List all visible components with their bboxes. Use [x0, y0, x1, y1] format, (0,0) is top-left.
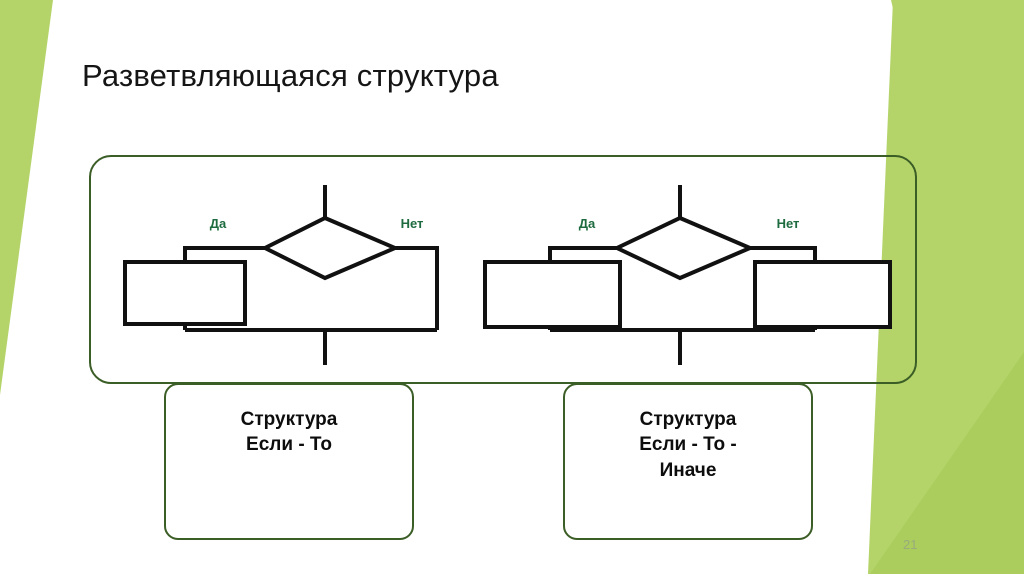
- right-green-wedge-lower: [870, 352, 1024, 574]
- label-yes: Да: [210, 216, 227, 231]
- decision-diamond: [612, 215, 756, 281]
- process-block-no: [753, 260, 892, 329]
- diagram-container-frame: [89, 155, 917, 384]
- caption-box-if-then-else: Структура Если - То - Иначе: [563, 383, 813, 540]
- caption-box-if-then: Структура Если - То: [164, 383, 414, 540]
- caption-label-if-then-else: Структура Если - То - Иначе: [639, 409, 737, 481]
- decision-diamond: [260, 215, 401, 281]
- process-block: [123, 260, 247, 326]
- label-no: Нет: [401, 216, 424, 231]
- flowchart-if-then-else: Да Нет: [483, 185, 892, 365]
- page-number: 21: [903, 537, 918, 552]
- caption-label-if-then: Структура Если - То: [240, 409, 338, 456]
- label-yes: Да: [579, 216, 596, 231]
- flowchart-if-then: Да Нет: [123, 185, 439, 365]
- left-green-wedge: [0, 0, 53, 395]
- page-title: Разветвляющаяся структура: [82, 58, 499, 93]
- label-no: Нет: [777, 216, 800, 231]
- no-branch-line: [395, 246, 439, 330]
- process-block-yes: [483, 260, 622, 329]
